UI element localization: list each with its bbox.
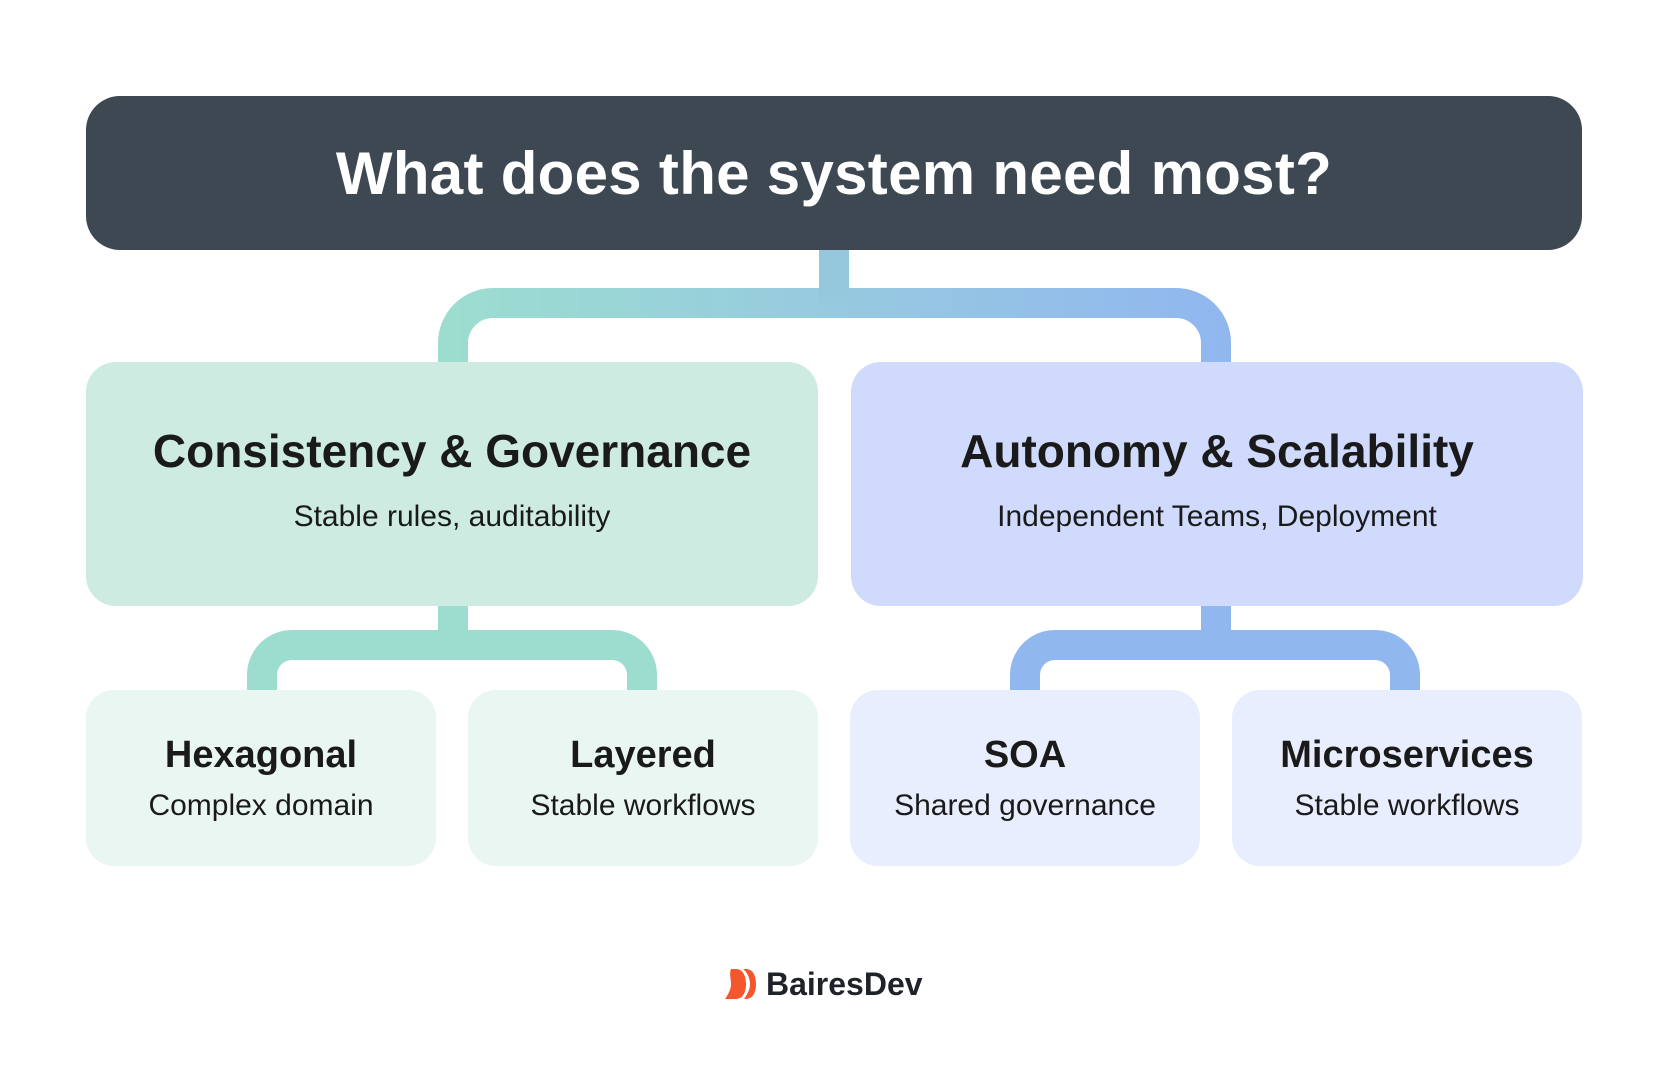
top-connector: [438, 288, 1231, 362]
option-hexagonal: Hexagonal Complex domain: [86, 690, 436, 866]
logo-text: BairesDev: [766, 965, 923, 1002]
category-title: Consistency & Governance: [152, 425, 752, 477]
option-subtitle: Stable workflows: [1294, 788, 1520, 822]
option-title: Layered: [570, 733, 716, 776]
option-layered: Layered Stable workflows: [468, 690, 818, 866]
option-title: Microservices: [1280, 733, 1534, 776]
category-consistency-governance: Consistency & Governance Stable rules, a…: [86, 362, 818, 606]
option-subtitle: Stable workflows: [530, 788, 756, 822]
bairesdev-logo-icon: [725, 969, 756, 999]
question-title: What does the system need most?: [335, 139, 1333, 207]
left-connector: [247, 630, 657, 690]
right-connector: [1010, 630, 1420, 690]
category-title: Autonomy & Scalability: [960, 425, 1474, 477]
option-title: SOA: [983, 733, 1067, 776]
option-title: Hexagonal: [164, 733, 358, 776]
option-subtitle: Shared governance: [894, 788, 1156, 822]
option-subtitle: Complex domain: [148, 788, 374, 822]
category-subtitle: Independent Teams, Deployment: [997, 500, 1437, 533]
option-soa: SOA Shared governance: [850, 690, 1200, 866]
brand-logo: BairesDev: [722, 962, 923, 1006]
category-subtitle: Stable rules, auditability: [293, 500, 611, 533]
question-box: What does the system need most?: [86, 96, 1582, 250]
category-autonomy-scalability: Autonomy & Scalability Independent Teams…: [851, 362, 1583, 606]
option-microservices: Microservices Stable workflows: [1232, 690, 1582, 866]
